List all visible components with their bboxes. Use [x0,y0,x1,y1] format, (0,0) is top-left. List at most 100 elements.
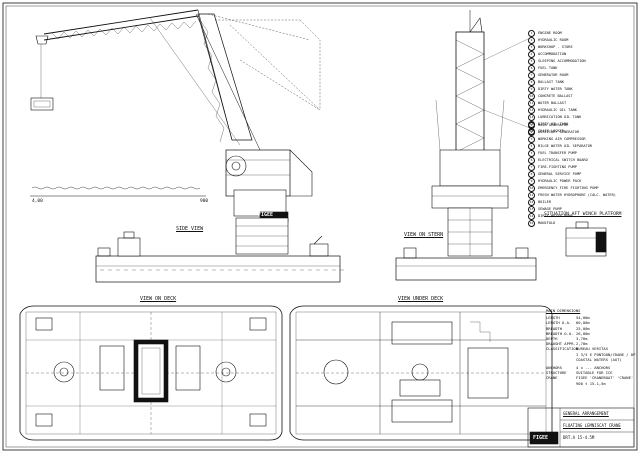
situation-aft-winch-platform [565,221,607,257]
legend-label: BALLAST TANK [538,79,564,84]
legend-label: LUBRICATION OIL TANK [538,114,582,119]
legend-number: 11 [528,100,535,107]
dimension-key [546,381,576,386]
dimension-value: 900 t 15-1,5m [576,380,606,386]
deck-view-title: VIEW ON DECK [140,296,177,302]
axis-label-right: 900 [200,199,209,204]
legend-number: 5 [528,150,535,157]
legend-label: MANIFOLD [538,220,556,225]
legend-label: DIRTY WATER TANK [538,86,573,91]
legend-number: 13 [528,114,535,121]
legend-label: WORKING AIR COMPRESSOR [538,136,586,141]
side-view-crane [30,9,344,283]
legend-number: 7 [528,72,535,79]
legend-label: FUEL TRANSFER PUMP [538,150,577,155]
legend-number: 8 [528,79,535,86]
legend-number: 14 [528,213,535,220]
situation-view-title: SITUATION AFT WINCH PLATFORM [544,212,622,217]
legend-label: FUEL TANK [538,65,558,70]
dimensions-extra: ANCHORS 4 x ... ANCHORS STRUCTURE SUITABLE … [546,365,635,386]
dimension-key: LENGTH O.A. [546,320,572,326]
legend-label: AUXILIARY GENERATOR [538,129,580,134]
legend-number: 9 [528,86,535,93]
legend-label: HYDRAULIC POWER PACK [538,178,582,183]
under-deck-view-title: VIEW UNDER DECK [398,296,444,302]
legend-label: DIRTY OIL TANK [538,121,569,126]
legend-number: 12 [528,199,535,206]
dimension-value: 4 x ... ANCHORS [576,365,611,371]
title-line-2: FLOATING LEMNISCAT CRANE [563,423,621,428]
legend-label: MAIN GENERATOR [538,122,569,127]
legend-label: SLEEPING ACCOMMODATION [538,58,586,63]
legend-number: 10 [528,93,535,100]
legend-number: 3 [528,136,535,143]
legend-number: 6 [528,157,535,164]
dimension-value: FIGEE 'CRANEBOAT' 'CRANE' [576,375,634,381]
legend-label: HYDRAULIC OIL TANK [538,107,577,112]
legend-number: 15 [528,220,535,227]
dimension-key: DRAUGHT APPR. [546,341,576,347]
legend-number: 12 [528,107,535,114]
legend-number: 1 [528,122,535,129]
dimension-key: CLASSIFICATION [546,346,579,352]
legend-label: GENERATOR ROOM [538,72,569,77]
stern-view-crane [395,10,537,281]
class-note-2: COASTAL WATERS (AUT) [576,356,622,362]
dimension-row: LENGTH O.A.60,00m [546,320,635,325]
legend-number: 4 [528,143,535,150]
legend-label: WORKSHOP - STORE [538,44,573,49]
dimension-value: SUITABLE FOR ICE [576,370,613,376]
dimension-key: LENGTH [546,315,560,321]
title-line-3: DRT.A 15-4.5M [563,435,595,440]
dimension-row: BREADTH O.A.26,00m [546,331,635,336]
dimension-value: BUREAU VERITAS [576,346,609,352]
legend-number: 4 [528,51,535,58]
dimension-value: 26,00m [576,330,590,336]
dimension-key: DEPTH [546,336,558,342]
legend-number: 9 [528,178,535,185]
axis-label-left: 4,00 [32,199,43,204]
title-block-logo: FIGEE [533,435,549,441]
legend-number: 5 [528,58,535,65]
legend-label: ENGINE ROOM [538,30,562,35]
dimension-key: BREADTH [546,325,563,331]
dimension-row: STRUCTURE SUITABLE FOR ICE [546,370,635,375]
legend-number: 8 [528,171,535,178]
title-block-frame [527,407,635,448]
dimension-key: STRUCTURE [546,370,567,376]
legend-label: ELECTRICAL SWITCH BOARD [538,157,588,162]
legend-label: CHAIN LOCKER [538,128,564,133]
deck-plan [19,305,283,441]
side-view-title: SIDE VIEW [176,226,204,232]
legend-number: 1 [528,30,535,37]
dimension-key: ANCHORS [546,365,563,371]
legend-number: 2 [528,37,535,44]
crane-cab-logo: FIGEE [258,212,274,218]
legend-label: CONCRETE BALLAST [538,93,573,98]
dimension-value: 2,70m [576,341,588,347]
dimension-key: BREADTH O.A. [546,330,574,336]
